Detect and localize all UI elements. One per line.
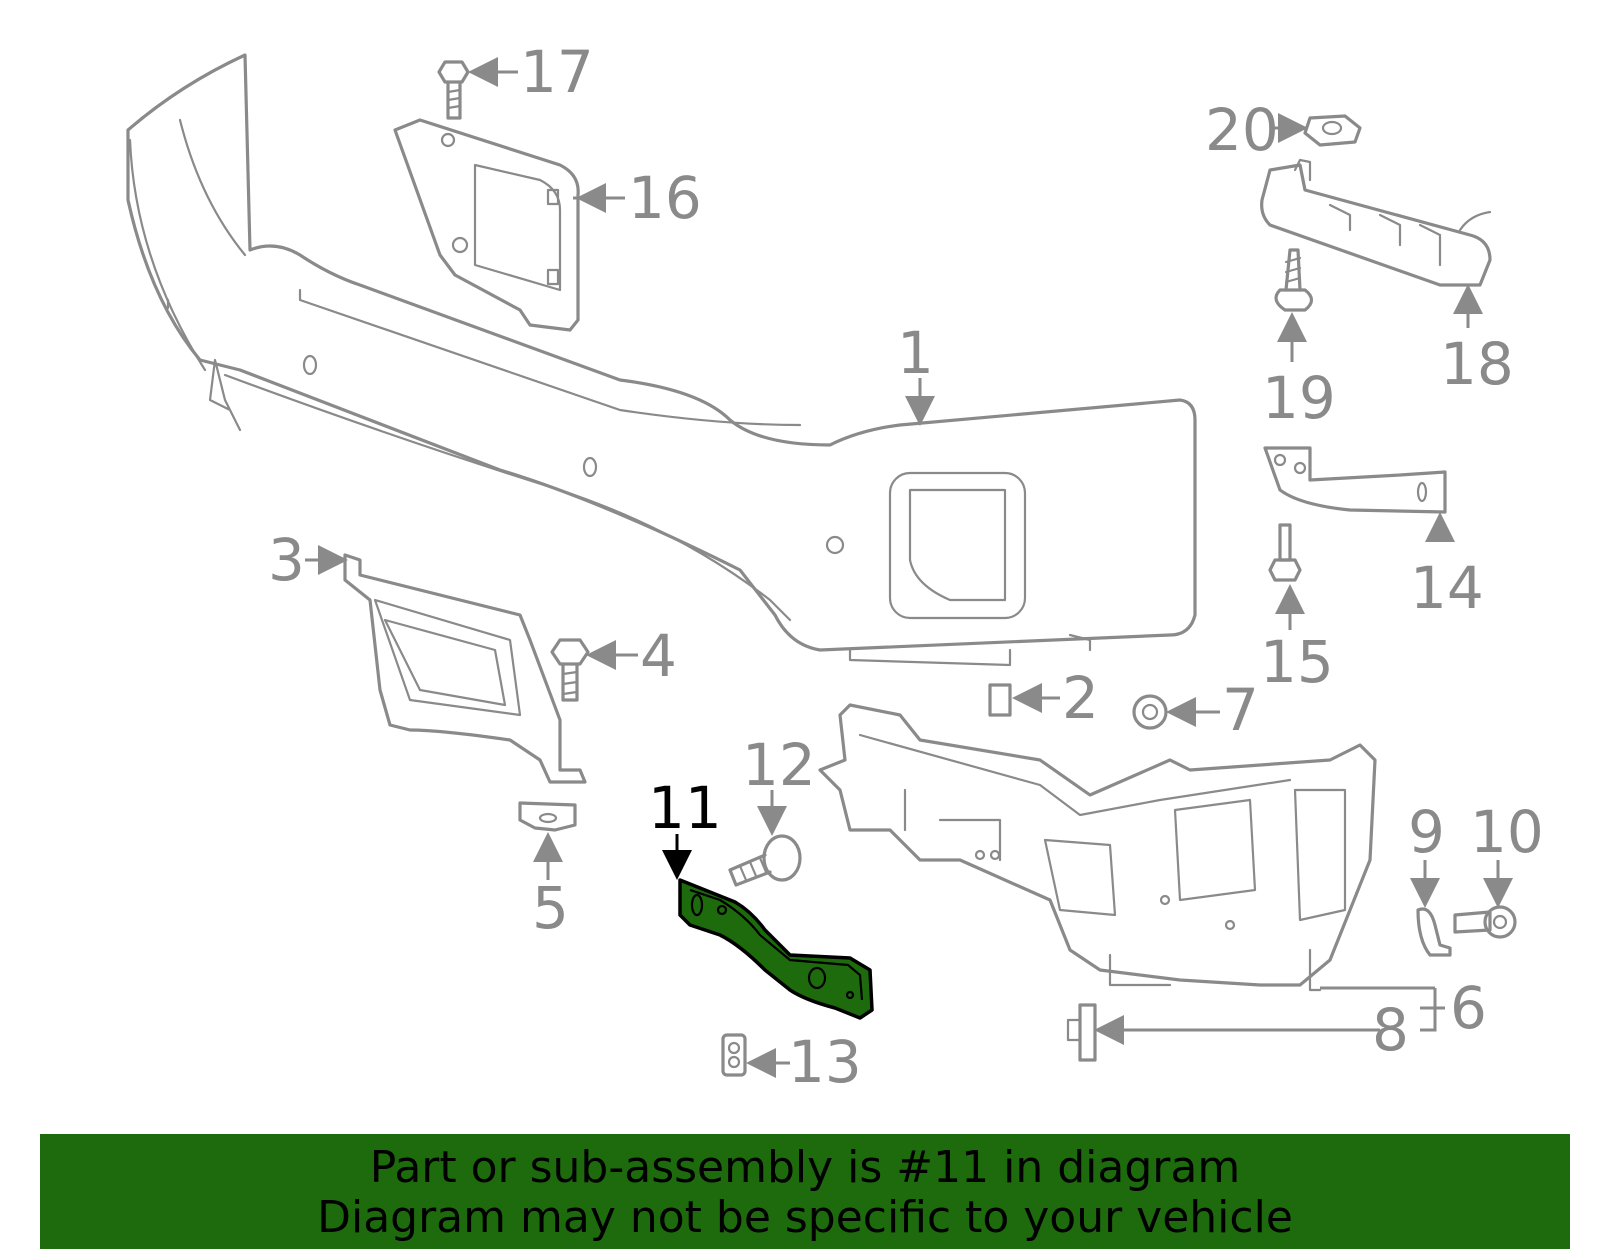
label-11: 11	[648, 774, 722, 842]
label-6: 6	[1450, 974, 1487, 1042]
part-13-clip	[721, 1033, 747, 1077]
banner-line-disclaimer: Diagram may not be specific to your vehi…	[317, 1192, 1293, 1243]
part-10-bolt	[1453, 905, 1517, 939]
label-20: 20	[1205, 96, 1279, 164]
label-10: 10	[1470, 798, 1544, 866]
label-18: 18	[1440, 330, 1514, 398]
label-13: 13	[788, 1028, 862, 1096]
label-5: 5	[532, 874, 569, 942]
label-4: 4	[640, 622, 677, 690]
banner-line-part: Part or sub-assembly is #11 in diagram	[369, 1142, 1241, 1193]
part-4-bolt	[550, 638, 590, 702]
part-9-clip	[1416, 907, 1452, 957]
part-7-nut	[1132, 694, 1168, 730]
label-17: 17	[520, 38, 594, 106]
part-8-clip	[1066, 1003, 1097, 1062]
part-labels: 1 2 3 4 5 6 7 8 9 10 11 12 13 14 15 16 1…	[268, 38, 1544, 1096]
part-11-bracket-highlighted[interactable]	[678, 878, 874, 1020]
part-19-screw	[1274, 248, 1314, 312]
label-19: 19	[1262, 364, 1336, 432]
label-16: 16	[628, 164, 702, 232]
part-18-bracket	[1260, 158, 1492, 287]
part-12-bolt	[728, 834, 802, 887]
leader-arrows	[305, 57, 1513, 1078]
label-15: 15	[1260, 628, 1334, 696]
label-3: 3	[268, 526, 305, 594]
part-5-clip	[518, 801, 577, 832]
part-14-strap	[1263, 446, 1447, 514]
part-3-bracket	[343, 553, 587, 784]
label-14: 14	[1410, 554, 1484, 622]
part-16-bracket	[393, 118, 580, 332]
label-1: 1	[897, 319, 934, 387]
label-12: 12	[742, 731, 816, 799]
label-2: 2	[1062, 664, 1099, 732]
info-banner: Part or sub-assembly is #11 in diagram D…	[40, 1134, 1570, 1249]
label-9: 9	[1408, 798, 1445, 866]
part-15-bolt	[1268, 523, 1302, 582]
part-1-bumper-face-bar	[126, 53, 1197, 667]
part-6-reinforcement	[818, 703, 1377, 992]
part-17-bolt	[437, 60, 470, 120]
label-8: 8	[1372, 996, 1409, 1064]
label-7: 7	[1222, 676, 1259, 744]
part-2-clip	[988, 683, 1012, 717]
part-20-nut	[1303, 114, 1362, 147]
